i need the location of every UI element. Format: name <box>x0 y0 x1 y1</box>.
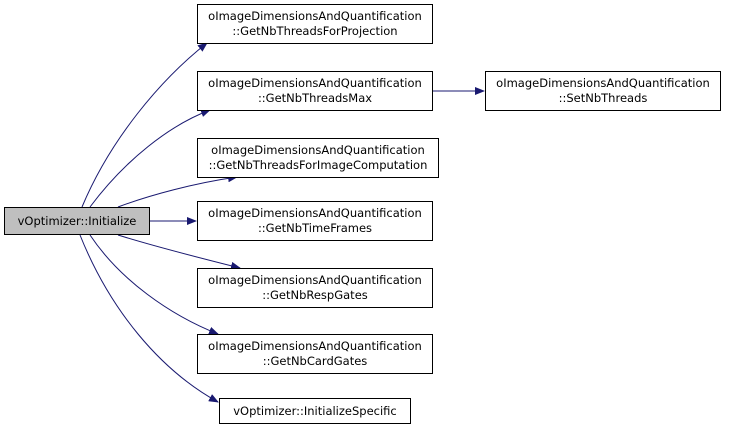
edge-root-to-get-nb-threads-max <box>89 109 211 208</box>
node-get-nb-threads-max[interactable]: oImageDimensionsAndQuantification ::GetN… <box>197 71 433 111</box>
node-get-nb-resp-gates[interactable]: oImageDimensionsAndQuantification ::GetN… <box>197 268 433 308</box>
node-label-line1: oImageDimensionsAndQuantification <box>496 76 710 90</box>
node-initialize-specific[interactable]: vOptimizer::InitializeSpecific <box>219 398 411 424</box>
edge-root-to-get-nb-threads-for-projection <box>81 42 208 208</box>
node-label-line1: oImageDimensionsAndQuantification <box>211 143 425 157</box>
node-label-line1: oImageDimensionsAndQuantification <box>208 76 422 90</box>
node-label-line2: ::GetNbThreadsMax <box>257 91 373 105</box>
node-label-line1: oImageDimensionsAndQuantification <box>208 339 422 353</box>
node-label-line2: ::GetNbCardGates <box>262 354 368 368</box>
node-label-line2: ::GetNbTimeFrames <box>257 221 373 235</box>
node-label-line1: oImageDimensionsAndQuantification <box>208 9 422 23</box>
edge-root-to-get-nb-threads-for-image-computation <box>117 174 238 208</box>
node-label-line2: ::SetNbThreads <box>558 91 648 105</box>
node-label-line1: oImageDimensionsAndQuantification <box>208 273 422 287</box>
node-label-line2: ::GetNbRespGates <box>262 288 368 302</box>
edge-root-to-get-nb-card-gates <box>89 234 219 335</box>
node-label-line2: ::GetNbThreadsForProjection <box>232 24 398 38</box>
node-get-nb-threads-for-image-computation[interactable]: oImageDimensionsAndQuantification ::GetN… <box>197 138 439 178</box>
node-label-line2: ::GetNbThreadsForImageComputation <box>208 158 428 172</box>
node-get-nb-threads-for-projection[interactable]: oImageDimensionsAndQuantification ::GetN… <box>197 4 433 44</box>
node-label-line1: oImageDimensionsAndQuantification <box>208 206 422 220</box>
node-label: vOptimizer::InitializeSpecific <box>233 403 397 418</box>
node-set-nb-threads[interactable]: oImageDimensionsAndQuantification ::SetN… <box>485 71 721 111</box>
node-label: vOptimizer::Initialize <box>17 213 137 228</box>
edge-root-to-initialize-specific <box>79 234 219 403</box>
node-get-nb-card-gates[interactable]: oImageDimensionsAndQuantification ::GetN… <box>197 334 433 374</box>
node-get-nb-time-frames[interactable]: oImageDimensionsAndQuantification ::GetN… <box>197 201 433 241</box>
edge-root-to-get-nb-resp-gates <box>117 234 241 270</box>
node-v-optimizer-initialize[interactable]: vOptimizer::Initialize <box>4 207 150 235</box>
